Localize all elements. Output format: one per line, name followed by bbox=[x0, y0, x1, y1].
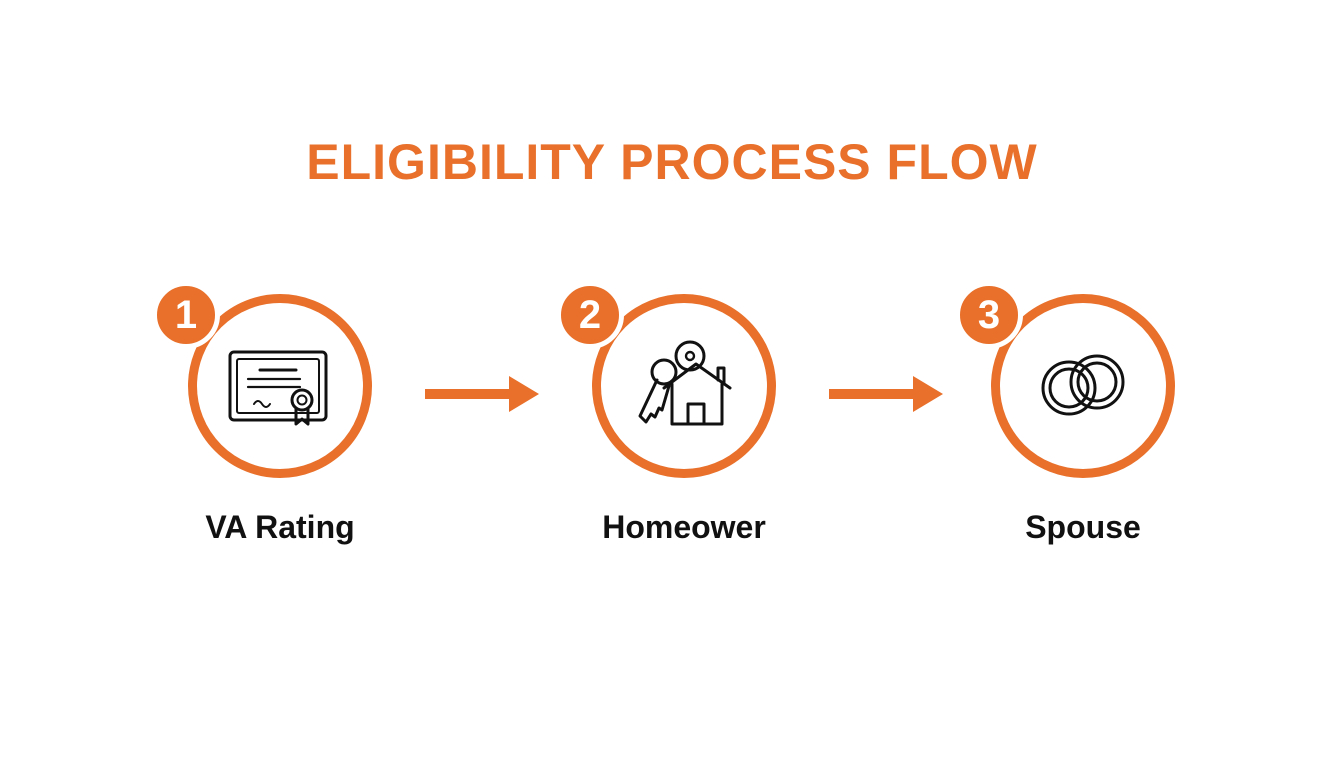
diagram-title: ELIGIBILITY PROCESS FLOW bbox=[306, 134, 1038, 190]
arrow-right-icon bbox=[425, 376, 539, 412]
certificate-icon bbox=[228, 350, 328, 426]
step-ring bbox=[592, 294, 776, 478]
house-key-icon bbox=[638, 340, 732, 426]
step-number-badge: 2 bbox=[556, 281, 624, 349]
step-number-badge: 3 bbox=[955, 281, 1023, 349]
step-label: Homeower bbox=[602, 509, 766, 545]
step-number-badge: 1 bbox=[152, 281, 220, 349]
wedding-rings-icon bbox=[1041, 354, 1125, 416]
arrow-right-icon bbox=[829, 376, 943, 412]
step-ring bbox=[991, 294, 1175, 478]
step-label: VA Rating bbox=[205, 509, 355, 545]
step-ring bbox=[188, 294, 372, 478]
step-label: Spouse bbox=[1025, 509, 1141, 545]
